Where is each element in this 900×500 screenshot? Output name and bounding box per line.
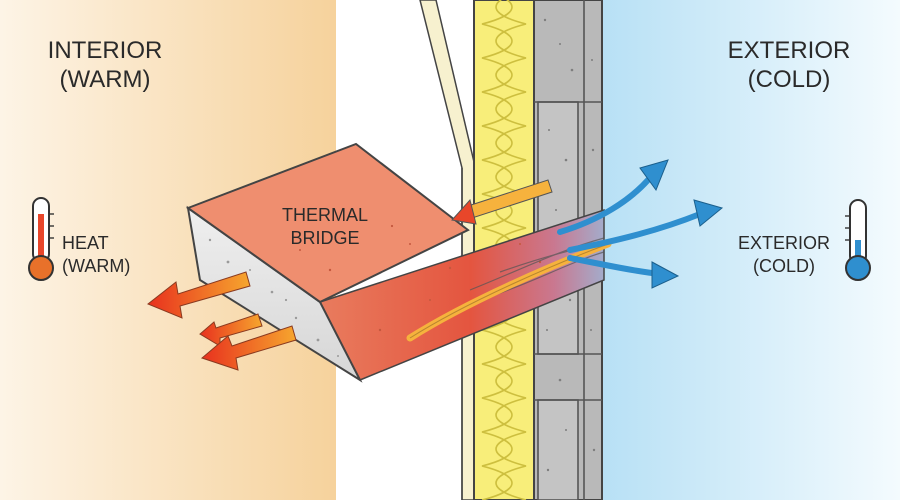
heat-arrow-into-wall	[451, 179, 553, 225]
cold-arrow-up	[557, 177, 651, 235]
exterior-label: EXTERIOR (COLD)	[727, 37, 851, 93]
hot-arrow-2	[199, 313, 263, 347]
thermal-bridge-slab-top	[185, 142, 470, 304]
thermal-bridge-label: THERMAL BRIDGE	[281, 205, 368, 248]
warm-thermometer-icon	[28, 197, 54, 281]
cold-thermometer-icon	[845, 199, 871, 281]
cold-arrow-mid	[567, 211, 703, 253]
hot-arrow-3	[200, 325, 297, 371]
hot-arrows	[147, 271, 297, 371]
cold-arrowheads	[639, 159, 724, 289]
exterior-small-label: EXTERIOR (COLD)	[737, 233, 830, 276]
slab-top-speckle	[299, 224, 542, 332]
heat-label: HEAT (WARM)	[62, 233, 131, 276]
hot-arrow-1	[147, 271, 251, 319]
masonry-speckle	[543, 18, 596, 472]
interior-label: INTERIOR (WARM)	[47, 37, 163, 93]
